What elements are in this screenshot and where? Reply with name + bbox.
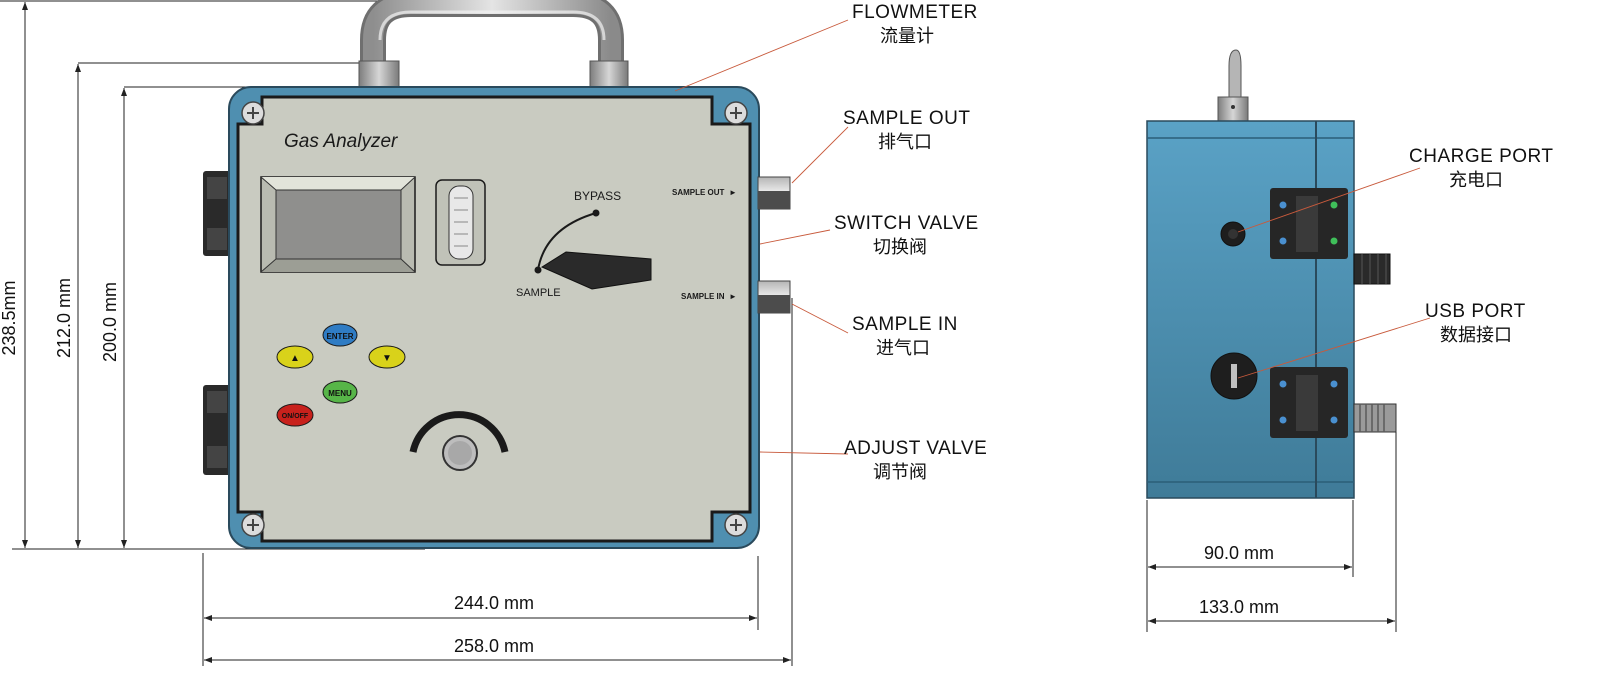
sample-out-callout-cn: 排气口 [878, 132, 932, 153]
sample-out-arrow-icon: ► [729, 188, 737, 197]
brand-label: Gas Analyzer [284, 131, 398, 152]
svg-text:ENTER: ENTER [326, 332, 353, 341]
dimension-depth-body: 90.0 mm [1204, 543, 1274, 563]
dimension-depth-total: 133.0 mm [1199, 597, 1279, 617]
display-screen [260, 176, 416, 273]
sample-out-callout-en: SAMPLE OUT [843, 108, 970, 129]
charge-port[interactable] [1220, 221, 1246, 247]
corner-screw [241, 101, 748, 537]
side-callout-leaders [1237, 167, 1431, 379]
side-hinge-top [1270, 188, 1348, 259]
carry-handle [358, 0, 629, 91]
sample-out-port-label: SAMPLE OUT [672, 188, 725, 197]
flowmeter-callout-cn: 流量计 [880, 26, 934, 47]
up-button[interactable]: ▲ [276, 345, 314, 369]
down-button[interactable]: ▼ [368, 345, 406, 369]
side-connector-lower [1353, 403, 1397, 433]
sample-label: SAMPLE [516, 287, 561, 299]
side-hinge-top [203, 171, 231, 256]
svg-text:MENU: MENU [328, 389, 352, 398]
dimension-height-panel: 200.0 mm [100, 282, 120, 362]
usb-port[interactable] [1210, 352, 1258, 400]
front-panel-face [236, 95, 752, 543]
dimension-height-total: 238.5mm [0, 280, 19, 355]
switch-valve-callout-en: SWITCH VALVE [834, 213, 979, 234]
dimension-width-body: 244.0 mm [454, 593, 534, 613]
dimension-width-total: 258.0 mm [454, 636, 534, 656]
menu-button[interactable]: MENU [322, 380, 358, 404]
sample-in-fitting [757, 280, 791, 314]
switch-valve[interactable] [534, 209, 652, 290]
side-hinge-bottom [1270, 367, 1348, 438]
usb-port-callout-cn: 数据接口 [1440, 325, 1512, 346]
sample-in-callout-cn: 进气口 [876, 338, 930, 359]
flowmeter-gauge [435, 179, 486, 266]
sample-in-arrow-icon: ► [729, 292, 737, 301]
side-handle-stub [1217, 49, 1249, 123]
sample-in-callout-en: SAMPLE IN [852, 314, 958, 335]
sample-in-port-label: SAMPLE IN [681, 292, 725, 301]
charge-port-callout-en: CHARGE PORT [1409, 146, 1554, 167]
adjust-valve-callout-cn: 调节阀 [873, 462, 927, 483]
callout-leaders [674, 19, 849, 455]
bypass-label: BYPASS [574, 189, 621, 203]
svg-text:ON/OFF: ON/OFF [282, 413, 309, 420]
enter-button[interactable]: ENTER [322, 323, 358, 347]
screw-cross-marks [247, 107, 742, 531]
side-hinge-bottom [203, 385, 231, 475]
side-dimension-lines [1146, 432, 1397, 632]
svg-text:▼: ▼ [382, 353, 392, 364]
flowmeter-callout-en: FLOWMETER [852, 2, 978, 23]
switch-valve-callout-cn: 切换阀 [873, 237, 927, 258]
adjust-valve-callout-en: ADJUST VALVE [844, 438, 987, 459]
dimension-height-body: 212.0 mm [54, 278, 74, 358]
charge-port-callout-cn: 充电口 [1449, 170, 1503, 191]
front-dimension-lines [0, 0, 793, 666]
svg-text:▲: ▲ [290, 353, 300, 364]
dimension-arrowheads [22, 2, 791, 663]
sample-out-fitting [757, 176, 791, 210]
side-dimension-arrowheads [1148, 564, 1395, 624]
side-enclosure-body [1146, 120, 1355, 499]
onoff-button[interactable]: ON/OFF [276, 403, 314, 427]
side-connector-upper [1353, 253, 1391, 285]
usb-port-callout-en: USB PORT [1425, 301, 1526, 322]
adjust-valve-knob[interactable] [409, 411, 509, 471]
